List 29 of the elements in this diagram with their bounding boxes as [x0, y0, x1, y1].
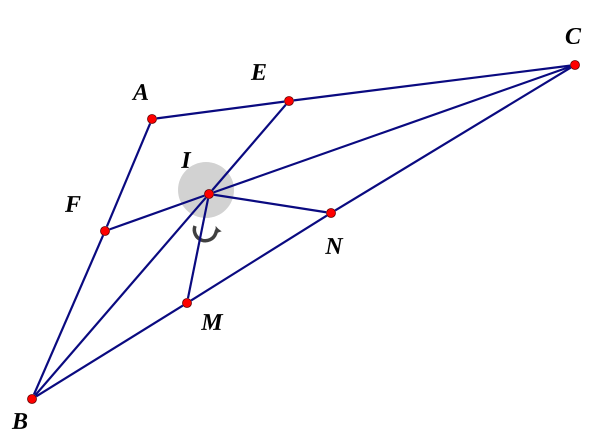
node-label: A [132, 84, 148, 100]
node-label: M [201, 314, 224, 330]
point: E [250, 64, 294, 106]
segment [34, 196, 207, 396]
point: I [181, 152, 214, 199]
node-label: C [566, 28, 582, 44]
segment [186, 198, 210, 298]
node-label: F [64, 196, 81, 212]
segment [213, 66, 571, 194]
segment [334, 66, 572, 212]
point: B [12, 394, 37, 429]
node-label: I [181, 152, 192, 168]
node-label: B [12, 413, 28, 429]
segment [32, 235, 104, 395]
point: M [182, 298, 224, 330]
point: N [325, 208, 344, 254]
segment [106, 123, 152, 227]
point: A [132, 84, 157, 124]
segment [109, 194, 205, 230]
segment [190, 214, 328, 302]
segment [294, 64, 570, 102]
node-label: N [325, 238, 344, 254]
segment [156, 100, 284, 120]
point: F [64, 196, 110, 236]
segment [214, 194, 326, 214]
segment [36, 304, 184, 398]
point: C [566, 28, 582, 70]
segment [211, 104, 287, 191]
node-label: E [250, 64, 266, 80]
